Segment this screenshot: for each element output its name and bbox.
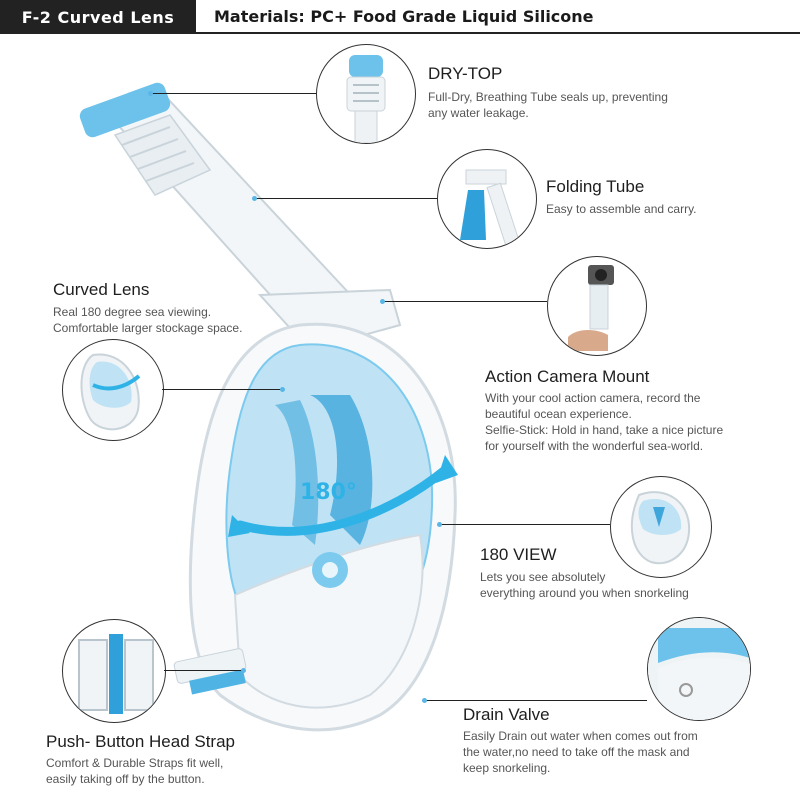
curved-lens-detail-circle	[62, 339, 164, 441]
folding-tube-icon	[460, 169, 520, 246]
action-camera-leader	[383, 301, 547, 302]
folding-tube-desc-1: Easy to assemble and carry.	[546, 202, 697, 216]
head-strap-detail-circle	[62, 619, 166, 723]
action-camera-desc-3: Selfie-Stick: Hold in hand, take a nice …	[485, 423, 724, 437]
curved-lens-leader	[162, 389, 282, 390]
drain-valve-title: Drain Valve	[463, 705, 550, 724]
dry-top-leader	[150, 93, 316, 94]
drain-valve-desc-2: the water,no need to take off the mask a…	[463, 745, 690, 759]
action-camera-icon	[568, 265, 614, 351]
snorkel-tube	[79, 82, 402, 352]
header-divider	[196, 32, 800, 34]
drain-valve-icon	[648, 618, 750, 720]
action-camera-detail-circle	[547, 256, 647, 356]
drain-valve-leader	[425, 700, 647, 701]
curved-lens-icon	[80, 353, 141, 431]
view-180-marker	[437, 522, 442, 527]
head-strap-title: Push- Button Head Strap	[46, 732, 236, 751]
view-180-desc-1: Lets you see absolutely	[480, 570, 606, 584]
full-face-mask-icon	[630, 491, 691, 565]
dry-top-desc-1: Full-Dry, Breathing Tube seals up, preve…	[428, 90, 668, 104]
action-camera-desc-4: for yourself with the wonderful sea-worl…	[485, 439, 704, 453]
head-strap-desc-2: easily taking off by the button.	[46, 772, 205, 786]
action-camera-marker	[380, 299, 385, 304]
folding-tube-marker	[252, 196, 257, 201]
dry-top-icon	[346, 55, 386, 143]
snorkel-mask-illustration	[60, 75, 490, 735]
curved-lens-marker	[280, 387, 285, 392]
dry-top-detail-circle	[316, 44, 416, 144]
view-180-desc-2: everything around you when snorkeling	[480, 586, 689, 600]
curved-lens-desc-1: Real 180 degree sea viewing.	[53, 305, 212, 319]
view-180-leader	[440, 524, 610, 525]
dry-top-desc-2: any water leakage.	[428, 106, 529, 120]
view-180-title: 180 VIEW	[480, 545, 557, 564]
action-camera-desc-1: With your cool action camera, record the	[485, 391, 701, 405]
view-180-detail-circle	[610, 476, 712, 578]
drain-valve-marker	[422, 698, 427, 703]
action-camera-title: Action Camera Mount	[485, 367, 650, 386]
dry-top-marker	[148, 91, 153, 96]
folding-tube-leader	[255, 198, 437, 199]
angle-label: 180°	[300, 480, 357, 505]
drain-valve-detail-circle	[647, 617, 751, 721]
header-tag: F-2 Curved Lens	[0, 0, 196, 34]
curved-lens-desc-2: Comfortable larger stockage space.	[53, 321, 243, 335]
drain-valve-desc-1: Easily Drain out water when comes out fr…	[463, 729, 698, 743]
head-strap-leader	[164, 670, 244, 671]
curved-lens-title: Curved Lens	[53, 280, 150, 299]
folding-tube-detail-circle	[437, 149, 537, 249]
head-strap-marker	[241, 668, 246, 673]
dry-top-title: DRY-TOP	[428, 64, 503, 83]
strap-buckle-icon	[78, 634, 154, 714]
action-camera-desc-2: beautiful ocean experience.	[485, 407, 632, 421]
folding-tube-title: Folding Tube	[546, 177, 645, 196]
drain-valve-desc-3: keep snorkeling.	[463, 761, 551, 775]
head-strap-desc-1: Comfort & Durable Straps fit well,	[46, 756, 224, 770]
materials-heading: Materials: PC+ Food Grade Liquid Silicon…	[214, 7, 594, 26]
